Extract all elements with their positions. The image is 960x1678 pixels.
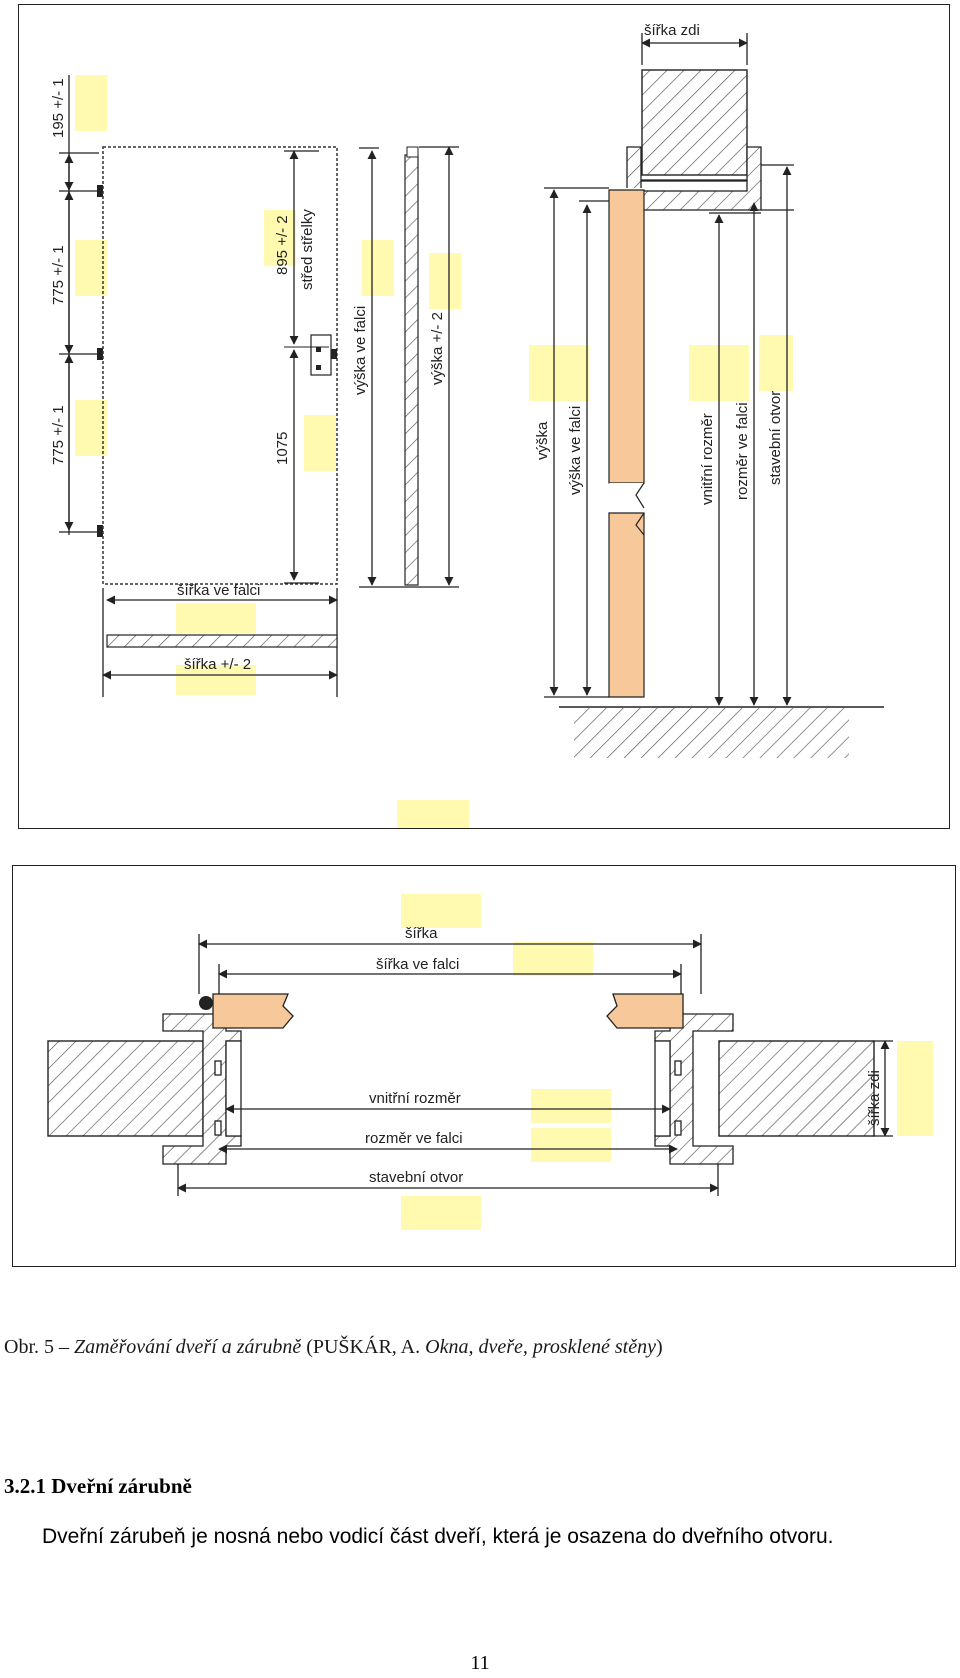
label-stavebni-otvor-2: stavební otvor bbox=[369, 1169, 463, 1186]
caption-source-close: ) bbox=[655, 1336, 663, 1358]
section-paragraph: Dveřní zárubeň je nosná nebo vodicí část… bbox=[42, 1525, 834, 1548]
caption-source-title: Okna, dveře, prosklené stěny bbox=[425, 1336, 656, 1358]
label-vnitrni-rozmer-2: vnitřní rozměr bbox=[369, 1090, 461, 1107]
door-leaf-end-right bbox=[606, 993, 684, 1029]
label-895: 895 +/- 2 bbox=[274, 215, 291, 275]
door-section-side bbox=[404, 154, 419, 586]
section-heading: 3.2.1 Dveřní zárubně bbox=[4, 1474, 192, 1498]
label-vyska-pm2: výška +/- 2 bbox=[429, 312, 446, 385]
figure-frame-plan: šířka šířka ve falci vnitřní rozměr rozm… bbox=[12, 865, 956, 1267]
wall-left bbox=[47, 1040, 204, 1137]
label-775-top: 775 +/- 1 bbox=[50, 245, 67, 305]
door-drawing: šířka zdi 195 +/- 1 775 +/- 1 775 +/- 1 … bbox=[50, 22, 884, 828]
label-sirka: šířka bbox=[405, 925, 438, 942]
label-sirka-zdi: šířka zdi bbox=[644, 22, 700, 39]
label-sirka-ve-falci: šířka ve falci bbox=[177, 582, 260, 599]
label-195: 195 +/- 1 bbox=[50, 78, 67, 138]
frame-section-top bbox=[626, 146, 794, 211]
page-number: 11 bbox=[470, 1652, 490, 1674]
label-vyska-ve-falci-right: výška ve falci bbox=[567, 406, 584, 495]
label-1075: 1075 bbox=[274, 432, 291, 465]
door-leaf-upper bbox=[608, 189, 645, 484]
hinge-icon bbox=[199, 996, 213, 1010]
frame-plan-drawing: šířka šířka ve falci vnitřní rozměr rozm… bbox=[47, 894, 933, 1230]
label-sirka-zdi-2: šířka zdi bbox=[866, 1070, 883, 1126]
figure-door-measurement: šířka zdi 195 +/- 1 775 +/- 1 775 +/- 1 … bbox=[18, 4, 950, 829]
label-stavebni-otvor: stavební otvor bbox=[767, 391, 784, 485]
door-section-top bbox=[106, 634, 338, 648]
figure-caption: Obr. 5 – Zaměřování dveří a zárubně (PUŠ… bbox=[4, 1336, 954, 1359]
floor-section bbox=[574, 708, 849, 758]
label-rozmer-ve-falci-2: rozměr ve falci bbox=[365, 1130, 463, 1147]
label-775-bottom: 775 +/- 1 bbox=[50, 405, 67, 465]
label-sirka-ve-falci-2: šířka ve falci bbox=[376, 956, 459, 973]
door-leaf-end-left bbox=[212, 993, 294, 1029]
label-sirka-pm2: šířka +/- 2 bbox=[184, 656, 251, 673]
door-leaf-lower bbox=[608, 512, 645, 698]
door-leaf-front bbox=[102, 146, 338, 585]
wall-right bbox=[718, 1040, 875, 1137]
caption-prefix: Obr. 5 – bbox=[4, 1336, 74, 1358]
label-vyska: výška bbox=[534, 421, 551, 460]
caption-source-open: (PUŠKÁR, A. bbox=[301, 1336, 426, 1358]
label-vnitrni-rozmer: vnitřní rozměr bbox=[699, 413, 716, 505]
wall-section-top bbox=[641, 69, 748, 176]
label-stred-strelky: střed střelky bbox=[299, 209, 316, 290]
label-vyska-ve-falci-left: výška ve falci bbox=[352, 306, 369, 395]
caption-title: Zaměřování dveří a zárubně bbox=[74, 1336, 302, 1358]
label-rozmer-ve-falci: rozměr ve falci bbox=[734, 402, 751, 500]
